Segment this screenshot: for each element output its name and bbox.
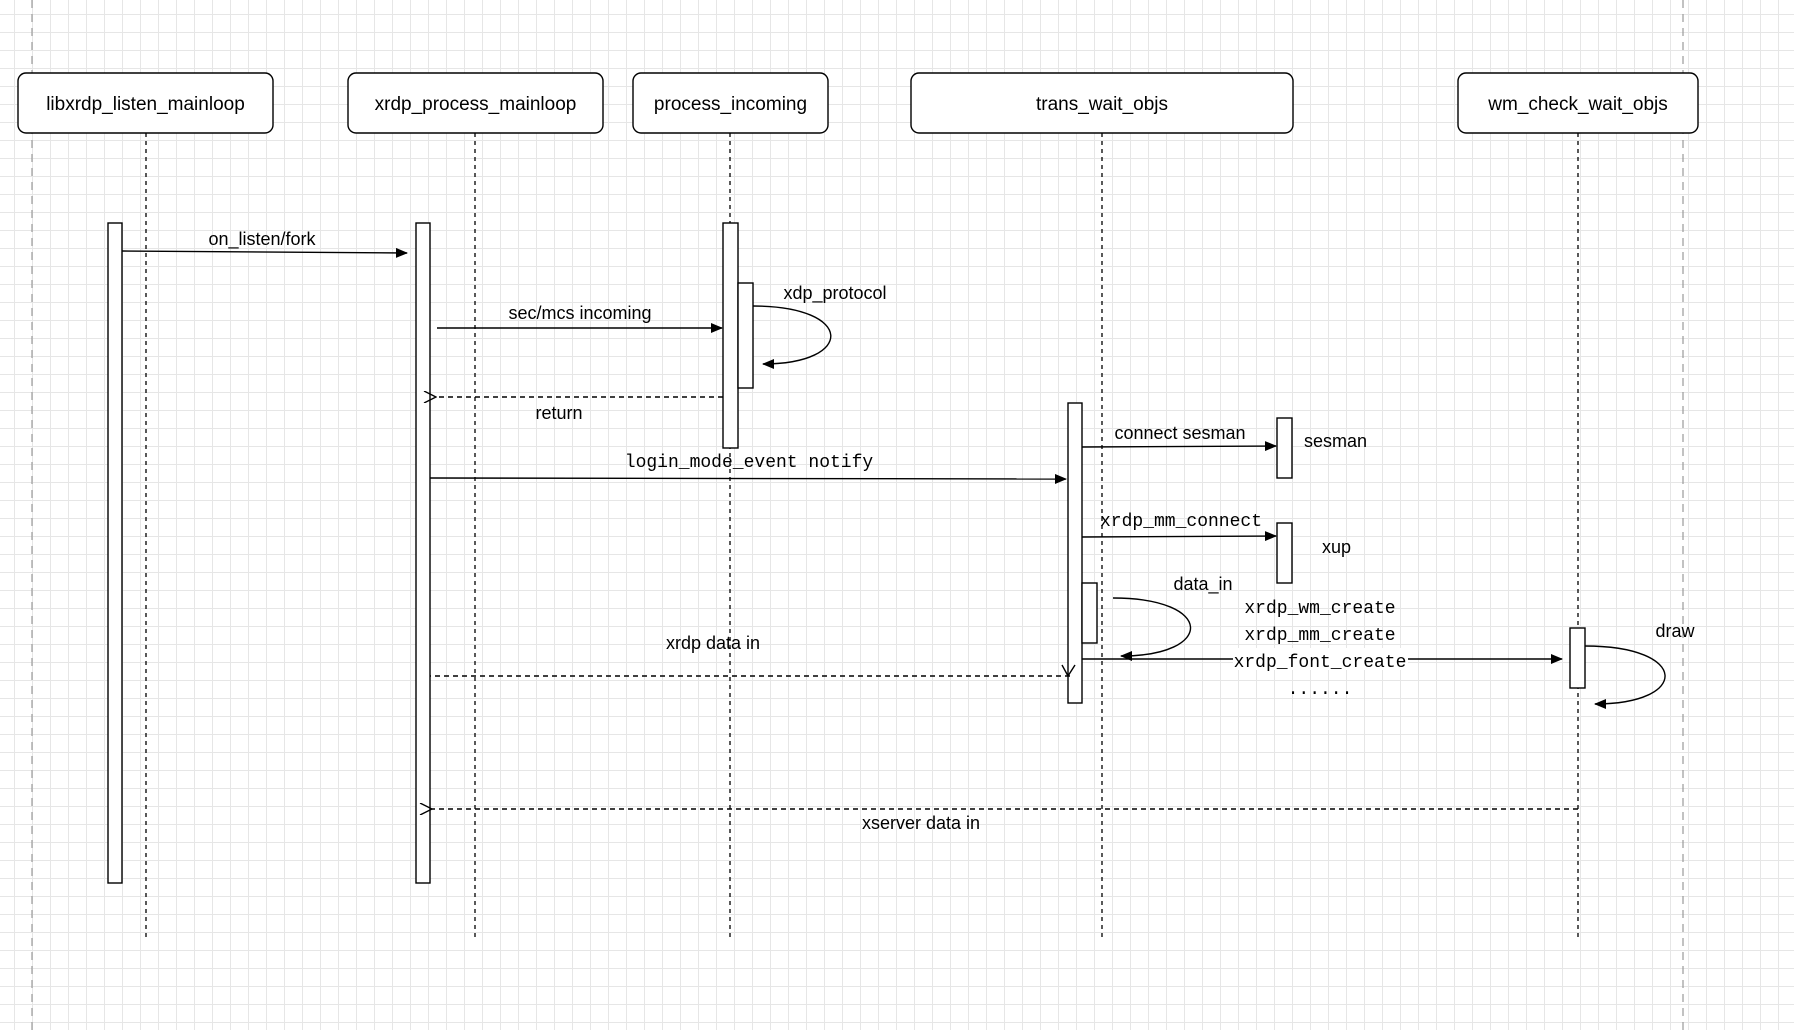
message-connect-sesman-arrow — [1081, 441, 1277, 452]
message-xdp-protocol: xdp_protocol — [783, 283, 886, 304]
message-xrdp-mm-connect-arrow — [1081, 531, 1277, 542]
activation-xdp-protocol — [737, 282, 754, 389]
message-data-in-arrow — [1112, 597, 1192, 661]
create-call-2: xrdp_font_create — [1234, 653, 1407, 673]
message-connect-sesman: connect sesman — [1114, 423, 1245, 443]
participant-label: xrdp_process_mainloop — [375, 94, 577, 115]
participant-label: wm_check_wait_objs — [1487, 94, 1668, 115]
create-call-0: xrdp_wm_create — [1244, 599, 1395, 619]
participant-label: trans_wait_objs — [1036, 94, 1168, 115]
participant-libxrdp[interactable]: libxrdp_listen_mainloop — [17, 72, 274, 134]
message-draw: draw — [1655, 621, 1695, 641]
message-draw-arrow — [1584, 645, 1666, 709]
target-xup: xup — [1322, 537, 1351, 557]
participant-trans-wait-objs[interactable]: trans_wait_objs — [910, 72, 1294, 134]
activation-libxrdp — [107, 222, 123, 884]
create-call-3: ...... — [1288, 680, 1353, 700]
message-xrdp-data-in-head — [1061, 664, 1076, 678]
activation-trans-wait-objs — [1067, 402, 1083, 704]
activation-sesman — [1276, 417, 1293, 479]
message-xrdp-mm-connect: xrdp_mm_connect — [1100, 512, 1262, 532]
message-return: return — [535, 403, 582, 423]
activation-data-in — [1081, 582, 1098, 644]
message-data-in: data_in — [1173, 574, 1232, 595]
message-sec-mcs: sec/mcs incoming — [508, 303, 651, 323]
activation-process-incoming — [722, 222, 739, 449]
message-login-mode-arrow — [429, 473, 1067, 484]
participant-xrdp-process[interactable]: xrdp_process_mainloop — [347, 72, 604, 134]
message-login-mode: login_mode_event notify — [625, 453, 874, 473]
participant-wm-check-wait-objs[interactable]: wm_check_wait_objs — [1457, 72, 1699, 134]
activation-wm — [1569, 627, 1586, 689]
message-on-listen-arrow — [121, 247, 408, 258]
create-call-1: xrdp_mm_create — [1244, 626, 1395, 646]
activation-xrdp-process — [415, 222, 431, 884]
activation-xup — [1276, 522, 1293, 584]
message-xrdp-data-in: xrdp data in — [666, 633, 760, 653]
message-xserver-data-in: xserver data in — [862, 813, 980, 833]
target-sesman: sesman — [1304, 431, 1367, 451]
message-xdp-protocol-arrow — [752, 305, 832, 369]
participant-label: libxrdp_listen_mainloop — [46, 94, 245, 115]
participant-process-incoming[interactable]: process_incoming — [632, 72, 829, 134]
participant-label: process_incoming — [654, 94, 807, 115]
message-on-listen: on_listen/fork — [208, 229, 316, 250]
